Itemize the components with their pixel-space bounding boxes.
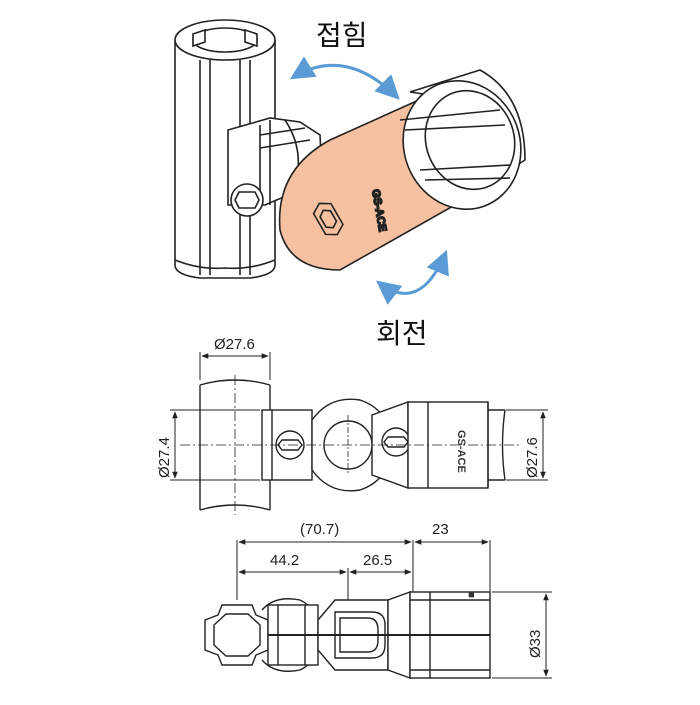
side-view — [204, 591, 491, 679]
dim-length-b-label: 26.5 — [363, 552, 392, 569]
dim-socket-length-label: 23 — [432, 521, 449, 538]
dim-overall — [236, 539, 491, 600]
dim-top-pipe-label: Ø27.6 — [214, 336, 255, 353]
topview-brand-label: GS-ACE — [455, 430, 467, 473]
dim-overall-label: (70.7) — [300, 521, 339, 538]
dim-socket-diameter — [492, 591, 552, 679]
fold-label: 접힘 — [316, 19, 368, 52]
dim-length-a-label: 44.2 — [270, 552, 299, 569]
dim-socket-diameter-label: Ø33 — [527, 630, 544, 658]
dim-right-pipe — [506, 409, 548, 481]
rotating-joint: GS-ACE — [278, 69, 526, 271]
dim-right-pipe-label: Ø27.6 — [524, 437, 541, 478]
dim-left-pipe-label: Ø27.4 — [156, 437, 173, 478]
isometric-view: GS-ACE 접힘 회전 — [174, 19, 526, 350]
top-view — [180, 375, 520, 515]
sideview-brand-tab: ■ — [468, 589, 475, 601]
rotate-label: 회전 — [376, 317, 428, 350]
fold-arrow — [289, 56, 400, 100]
rotate-arrow — [376, 249, 449, 305]
dim-top-pipe — [199, 352, 271, 380]
dim-left-pipe — [170, 409, 260, 481]
